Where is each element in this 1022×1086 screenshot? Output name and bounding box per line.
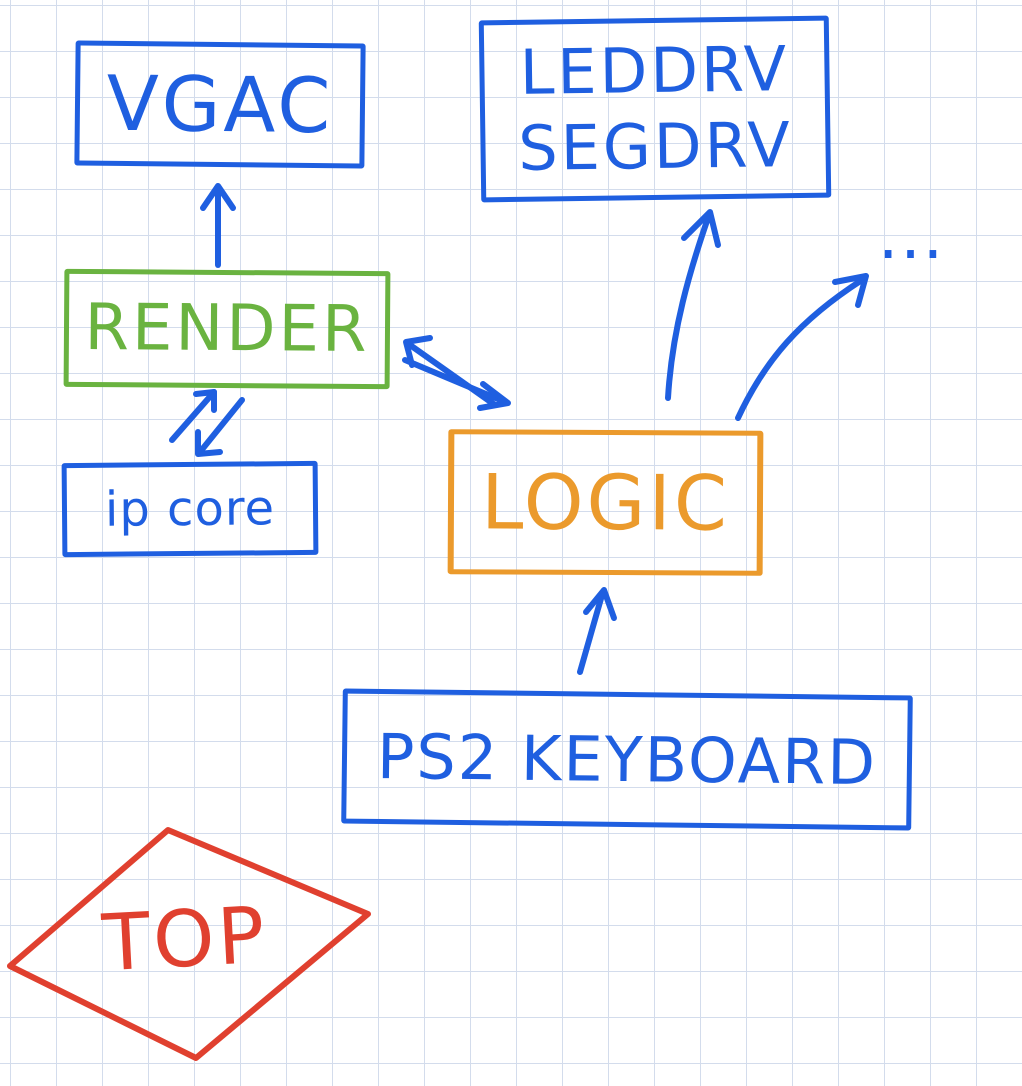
node-leddrv-label: LEDDRV <box>519 32 790 109</box>
arrow-ps2-to-logic <box>577 592 605 675</box>
node-vgac-label: VGAC <box>106 58 334 151</box>
arrow-logic-to-leddrv <box>665 215 711 401</box>
arrow-ipcore-to-render <box>169 389 217 443</box>
arrowhead-logic <box>477 381 511 411</box>
arrow-render-to-logic <box>402 357 508 405</box>
arrowhead-logic-from-ps2 <box>583 587 617 621</box>
node-ipcore: ip core <box>61 460 319 558</box>
node-render: RENDER <box>63 268 391 390</box>
arrowhead-render-from-logic <box>403 335 433 368</box>
arrowhead-ipcore <box>195 429 223 457</box>
node-ps2-keyboard: PS2 KEYBOARD <box>341 688 913 831</box>
arrow-logic-to-more <box>735 277 865 421</box>
arrowhead-more <box>832 273 869 308</box>
node-logic-label: LOGIC <box>480 457 731 548</box>
arrowhead-render-from-ipcore <box>193 389 217 413</box>
node-leddrv-segdrv: LEDDRV SEGDRV <box>478 15 832 203</box>
node-segdrv-label: SEGDRV <box>517 108 794 185</box>
arrowhead-vgac <box>200 183 236 211</box>
more-outputs-label: ... <box>878 200 946 274</box>
node-render-label: RENDER <box>84 291 370 367</box>
arrowhead-leddrv <box>681 209 721 248</box>
node-ipcore-label: ip core <box>104 480 276 538</box>
node-ps2-label: PS2 KEYBOARD <box>376 719 878 800</box>
arrow-render-to-ipcore <box>197 397 245 455</box>
top-label: TOP <box>100 890 270 990</box>
top-diamond <box>7 827 371 1061</box>
node-logic: LOGIC <box>447 429 764 576</box>
node-vgac: VGAC <box>74 40 366 169</box>
arrow-logic-to-render <box>407 342 498 408</box>
